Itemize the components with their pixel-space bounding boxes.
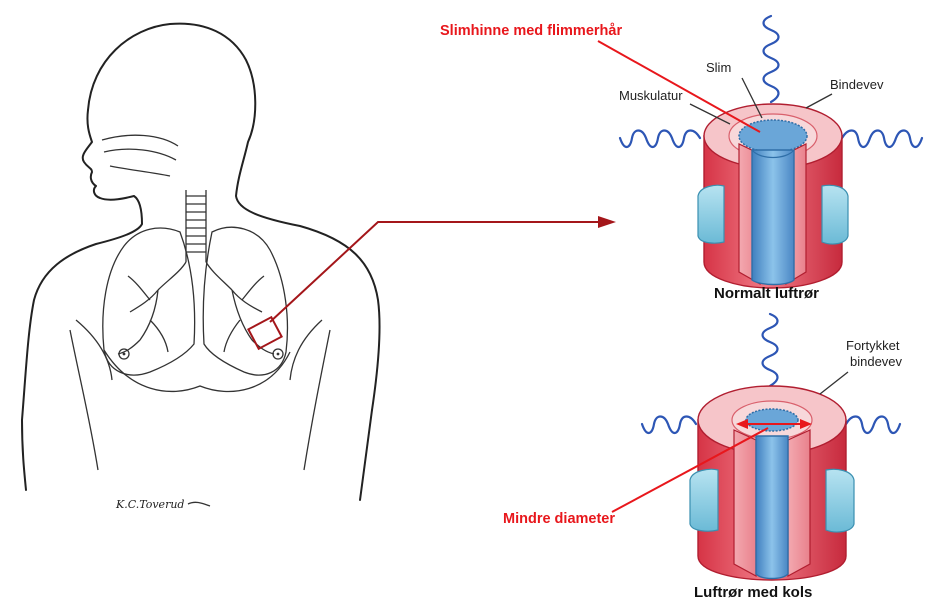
label-thickened-1: Fortykket [846, 338, 900, 353]
left-lung [103, 228, 195, 375]
cartilage-band-left [698, 185, 724, 243]
label-mucosa-cilia: Slimhinne med flimmerhår [440, 23, 622, 39]
right-arm [360, 410, 372, 500]
label-muscle: Muskulatur [619, 88, 683, 103]
coil-left-2 [642, 417, 696, 434]
lumen-wall [752, 150, 794, 285]
cartilage-band-left-2 [690, 469, 718, 531]
label-thickened-2: bindevev [850, 354, 903, 369]
caption-normal: Normalt luftrør [714, 285, 819, 302]
zoom-pointer-line [270, 222, 600, 322]
coil-left [620, 131, 700, 148]
cartilage-band-right [822, 185, 848, 244]
coil-right-2 [846, 417, 900, 434]
left-arm [22, 420, 26, 490]
label-connective: Bindevev [830, 77, 884, 92]
normal-airway [620, 16, 922, 288]
pointer-mucosa-cilia [598, 41, 760, 132]
coil-top-2 [763, 314, 778, 386]
torso-illustration: K.C.Toverud [22, 24, 380, 511]
label-smaller-diameter: Mindre diameter [503, 511, 615, 527]
signature: K.C.Toverud [115, 498, 184, 511]
label-mucus: Slim [706, 60, 731, 75]
cutaway-wedge-2 [734, 430, 756, 576]
bronchial-tree-right [224, 276, 274, 354]
caption-copd: Luftrør med kols [694, 584, 812, 601]
right-lung [203, 227, 287, 375]
trachea [158, 190, 232, 290]
chest-line [76, 320, 322, 380]
diaphragm [104, 350, 290, 392]
pointer-thickened [820, 372, 848, 394]
cartilage-band-right-2 [826, 469, 854, 532]
lumen-top-2 [746, 409, 798, 431]
left-armpit [70, 330, 98, 470]
lumen-wall-2 [756, 436, 788, 579]
zoom-region-box [248, 317, 281, 349]
body-outline [88, 24, 380, 410]
right-armpit [304, 330, 330, 470]
nasal-cavity [102, 135, 178, 176]
coil-top [764, 16, 779, 102]
coil-right [842, 131, 922, 148]
pointer-connective [806, 94, 832, 108]
zoom-pointer-arrowhead [598, 216, 616, 228]
